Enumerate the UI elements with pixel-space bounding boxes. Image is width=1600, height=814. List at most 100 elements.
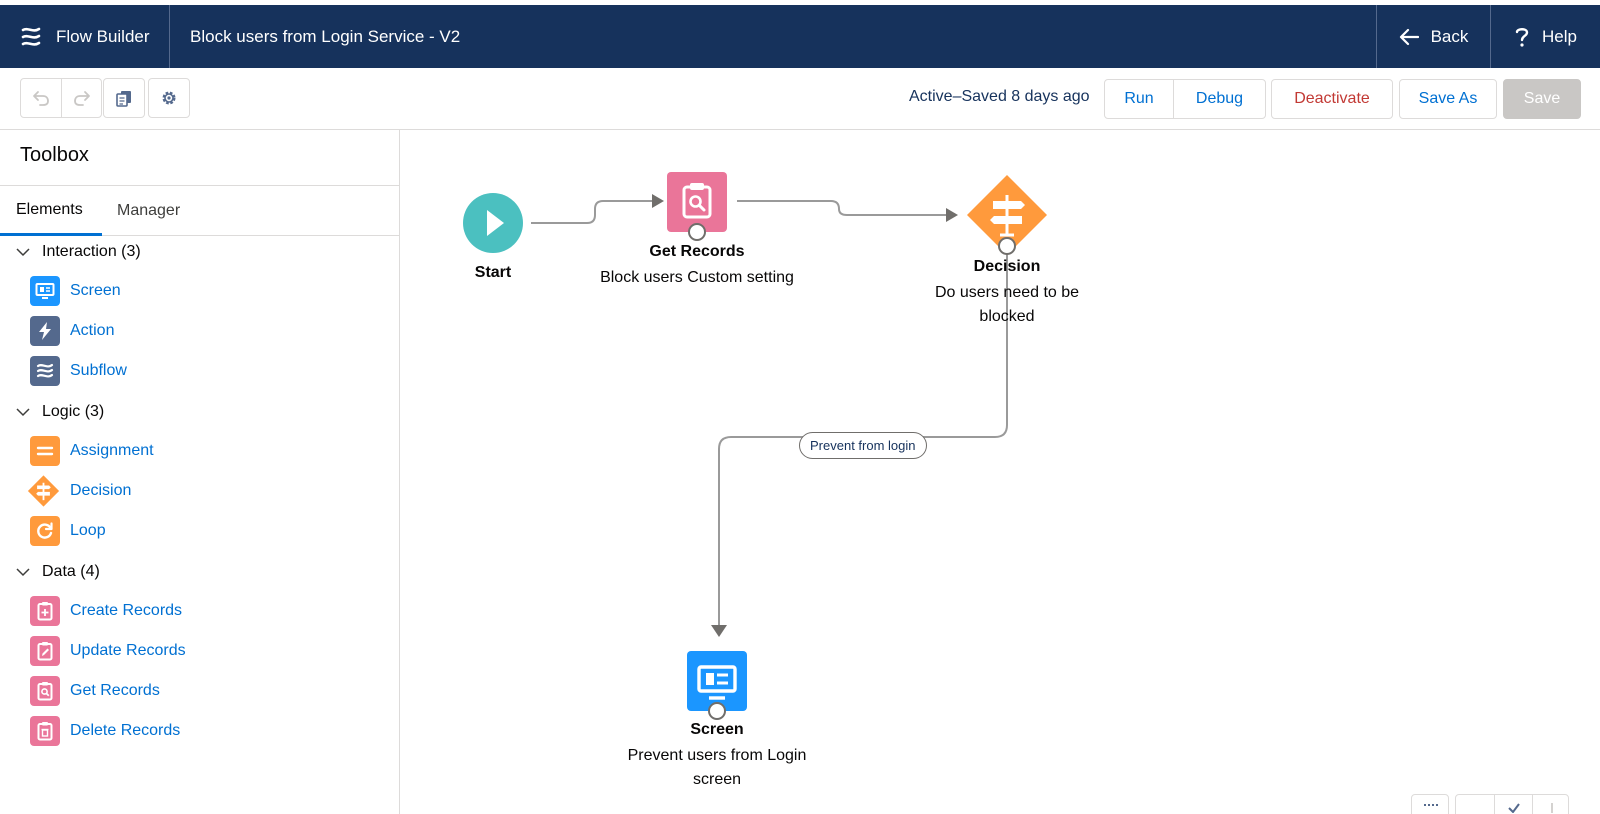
signpost-icon — [27, 475, 60, 507]
arrow-left-icon — [1399, 28, 1419, 45]
question-icon — [1515, 27, 1529, 47]
pan-icon — [1424, 804, 1438, 806]
connector-start-get-records — [531, 200, 653, 224]
zoom-in-icon[interactable] — [1546, 799, 1558, 813]
toolbox-item-update-records[interactable]: Update Records — [30, 636, 186, 666]
toolbox-item-loop[interactable]: Loop — [30, 516, 106, 546]
copy-group — [103, 78, 145, 118]
toolbox-item-assignment[interactable]: Assignment — [30, 436, 154, 466]
screen-subtitle: Prevent users from Login screen — [627, 747, 807, 788]
flow-status: Active–Saved 8 days ago — [909, 88, 1090, 105]
gear-icon — [162, 91, 176, 105]
record-update-icon — [30, 636, 60, 666]
decision-title: Decision — [973, 258, 1041, 275]
connector-get-records-decision — [737, 200, 947, 216]
screen-node[interactable] — [687, 651, 747, 711]
zoom-reset-icon[interactable] — [1506, 799, 1522, 813]
undo-icon — [33, 91, 49, 106]
copy-icon — [116, 91, 131, 107]
toolbox-item-subflow[interactable]: Subflow — [30, 356, 127, 386]
toolbox-item-label: Delete Records — [70, 722, 181, 739]
screen-title: Screen — [690, 721, 744, 738]
section-interaction[interactable]: Interaction (3) — [16, 240, 141, 264]
start-node[interactable] — [463, 193, 523, 258]
toolbox-item-delete-records[interactable]: Delete Records — [30, 716, 180, 746]
redo-icon — [73, 91, 90, 106]
tab-manager[interactable]: Manager — [117, 202, 181, 219]
toolbox-item-label: Get Records — [70, 682, 160, 699]
tab-elements[interactable]: Elements — [0, 186, 102, 236]
toolbox-panel: Toolbox Elements Manager Interaction (3)… — [0, 130, 400, 814]
copy-button[interactable] — [104, 79, 144, 117]
divider — [1532, 795, 1533, 814]
screen-icon — [30, 276, 60, 306]
zoom-fit-button[interactable] — [1411, 794, 1449, 814]
help-button[interactable]: Help — [1490, 5, 1600, 68]
flow-title: Block users from Login Service - V2 — [190, 26, 461, 46]
run-button[interactable]: Run — [1104, 79, 1174, 119]
undo-button[interactable] — [21, 79, 61, 117]
save-button[interactable]: Save — [1503, 79, 1581, 119]
zoom-control-group — [1455, 794, 1569, 814]
undo-redo-group — [20, 78, 102, 118]
app-brand: Flow Builder — [0, 5, 170, 68]
toolbar: Active–Saved 8 days ago Run Debug Deacti… — [0, 68, 1600, 130]
toolbox-item-label: Loop — [70, 522, 106, 539]
settings-group — [148, 78, 190, 118]
flow-builder-icon — [21, 27, 41, 46]
deactivate-button[interactable]: Deactivate — [1271, 79, 1393, 119]
record-create-icon — [30, 596, 60, 626]
toolbox-item-decision[interactable]: Decision — [27, 475, 131, 507]
toolbox-item-label: Subflow — [70, 362, 127, 379]
divider — [1494, 795, 1495, 814]
loop-icon — [30, 516, 60, 546]
decision-subtitle: Do users need to be blocked — [934, 284, 1080, 325]
redo-button[interactable] — [61, 79, 101, 117]
toolbox-item-screen[interactable]: Screen — [30, 276, 121, 306]
arrow-head-icon — [711, 625, 727, 637]
record-lookup-icon — [30, 676, 60, 706]
get-records-subtitle: Block users Custom setting — [600, 269, 794, 286]
toolbox-item-get-records[interactable]: Get Records — [30, 676, 160, 706]
section-data[interactable]: Data (4) — [16, 560, 100, 584]
record-lookup-icon — [682, 183, 712, 219]
toolbox-item-action[interactable]: Action — [30, 316, 114, 346]
back-button[interactable]: Back — [1376, 5, 1490, 68]
app-name: Flow Builder — [56, 26, 150, 46]
get-records-port[interactable] — [688, 223, 706, 241]
connector-label[interactable]: Prevent from login — [799, 432, 927, 459]
flow-canvas[interactable]: Start Get Records Block users Custom set… — [401, 131, 1600, 814]
back-label: Back — [1430, 26, 1469, 46]
section-logic[interactable]: Logic (3) — [16, 400, 104, 424]
debug-button[interactable]: Debug — [1173, 79, 1266, 119]
toolbox-tabs: Elements Manager — [0, 186, 400, 236]
toolbox-item-label: Assignment — [70, 442, 154, 459]
top-header: Flow Builder Block users from Login Serv… — [0, 0, 1600, 68]
arrow-head-icon — [946, 208, 958, 222]
equals-icon — [30, 436, 60, 466]
screen-icon — [697, 665, 737, 700]
properties-button[interactable] — [149, 79, 189, 117]
toolbox-item-create-records[interactable]: Create Records — [30, 596, 182, 626]
toolbox-item-label: Screen — [70, 282, 121, 299]
toolbox-item-label: Create Records — [70, 602, 183, 619]
toolbox-item-label: Update Records — [70, 642, 186, 659]
screen-port[interactable] — [708, 702, 726, 720]
start-node-title: Start — [474, 264, 512, 281]
get-records-node[interactable] — [667, 172, 727, 232]
toolbox-item-label: Action — [70, 322, 115, 339]
divider — [0, 185, 400, 186]
chevron-down-icon — [16, 568, 30, 577]
section-label: Logic (3) — [42, 403, 105, 420]
lightning-icon — [30, 316, 60, 346]
decision-port[interactable] — [998, 237, 1016, 255]
flow-icon — [30, 356, 60, 386]
section-label: Interaction (3) — [42, 243, 141, 260]
arrow-head-icon — [652, 194, 664, 208]
help-label: Help — [1542, 26, 1577, 46]
play-icon — [463, 193, 523, 253]
save-as-button[interactable]: Save As — [1399, 79, 1497, 119]
toolbox-title: Toolbox — [20, 144, 89, 166]
decision-node[interactable] — [967, 175, 1047, 260]
